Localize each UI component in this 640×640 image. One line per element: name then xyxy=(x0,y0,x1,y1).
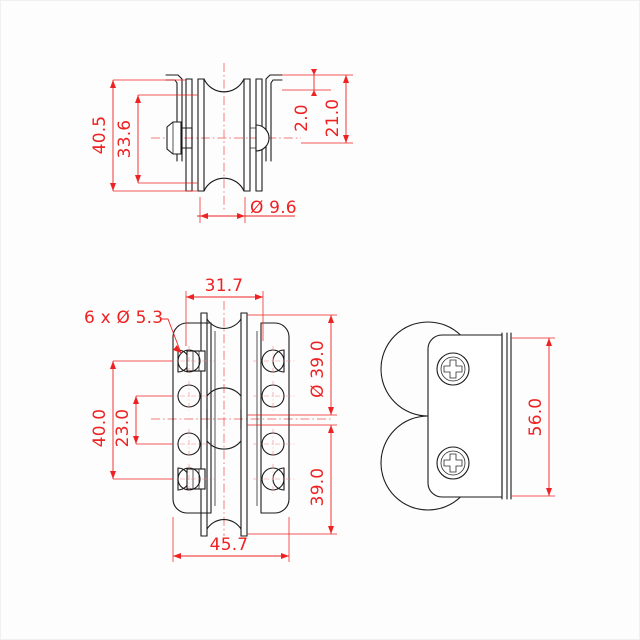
side-view-upper-screw-inner xyxy=(440,356,466,382)
dim-23_0-arrow-top xyxy=(133,396,139,404)
dim-label-top-bore: Ø 9.6 xyxy=(250,198,297,218)
side-view-bracket-plate xyxy=(427,334,503,498)
top-view-bolt-collar xyxy=(180,127,193,149)
dim-56_0-arrow-bottom xyxy=(546,488,552,496)
top-view-left-plate xyxy=(185,78,193,192)
front-view-right-plate xyxy=(260,322,290,514)
front-view-wheel-caps xyxy=(200,312,248,537)
dim-2_0-arrow-top xyxy=(311,69,317,75)
dim-40_5-arrow-bottom xyxy=(110,183,116,191)
side-view-lower-screw-cross-slot-icon xyxy=(443,453,463,473)
dim-label-front-wheel-diameter: Ø 39.0 xyxy=(308,340,328,398)
top-view-dome-nut xyxy=(255,124,270,152)
side-view-lower-screw-inner xyxy=(440,450,466,476)
front-view-lower-groove-arc xyxy=(206,519,242,530)
dim-label-front-inner-width: 31.7 xyxy=(205,276,244,296)
top-view: 40.5 33.6 2.0 21.0 Ø 9.6 xyxy=(90,63,353,223)
front-view-left-plate xyxy=(172,322,212,514)
top-view-wheel-flange-left xyxy=(197,78,205,192)
dim-39_0-arrow-top xyxy=(328,425,334,433)
dim-label-top-arm-length: 21.0 xyxy=(323,99,343,138)
top-view-left-plate-caps xyxy=(185,78,193,192)
dim-label-top-overall-height: 40.5 xyxy=(90,116,110,155)
top-view-right-arm-outer xyxy=(265,74,283,162)
dim-dia39-arrow-top xyxy=(328,315,334,323)
dim-23_0-arrow-bottom xyxy=(133,436,139,444)
front-view-left-fasteners xyxy=(169,346,215,494)
front-view-hub-gap xyxy=(206,408,242,430)
dim-40_0-arrow-top xyxy=(110,361,116,369)
side-view-upper-screw-cross-slot-icon xyxy=(443,359,463,379)
top-view-right-arm-inner xyxy=(270,79,283,162)
front-view-upper-groove-arc xyxy=(206,318,242,329)
top-view-lower-groove-arc xyxy=(203,177,245,192)
front-view-right-fasteners xyxy=(253,346,297,494)
front-view-mid-upper-arc xyxy=(206,387,242,397)
dim-dia39-arrow-bottom xyxy=(328,407,334,415)
top-view-bolt-head xyxy=(166,121,182,155)
dim-2_0-arrow-bottom xyxy=(311,90,317,96)
dim-label-top-flange-offset: 2.0 xyxy=(292,104,312,132)
dim-label-side-overall-height: 56.0 xyxy=(526,398,546,437)
front-view: 31.7 45.7 6 x Ø 5.3 40.0 23.0 Ø 39.0 xyxy=(84,276,337,562)
dim-40_5-arrow-top xyxy=(110,80,116,88)
front-view-wheel-left-edge xyxy=(200,312,208,537)
top-view-dome-nut-collar xyxy=(250,127,256,149)
dim-label-top-inner-height: 33.6 xyxy=(115,120,135,159)
dim-45_7-arrow-right xyxy=(281,553,289,559)
side-view-flange-edges xyxy=(501,332,512,500)
dim-bore-arrow-right xyxy=(237,213,245,219)
side-view-upper-screw-outer xyxy=(436,352,470,386)
dim-56_0-arrow-top xyxy=(546,338,552,346)
top-view-wheel-edge-caps xyxy=(197,78,251,192)
dim-label-front-wheel-pitch: 39.0 xyxy=(308,468,328,507)
dim-label-front-hole-note: 6 x Ø 5.3 xyxy=(84,308,163,328)
dim-33_6-arrow-bottom xyxy=(135,175,141,183)
top-view-upper-groove-arc xyxy=(203,78,245,93)
top-view-left-arm-outer xyxy=(165,74,183,162)
dim-45_7-arrow-left xyxy=(173,553,181,559)
dim-39_0-arrow-bottom xyxy=(328,526,334,534)
dim-hole-note-arrow xyxy=(173,345,181,353)
dim-bore-arrow-left xyxy=(200,213,208,219)
dim-21_0-arrow-top xyxy=(343,75,349,83)
dim-hole-note-leader xyxy=(161,318,182,354)
dim-label-front-hole-span-inner: 23.0 xyxy=(113,409,133,448)
dim-31_7-arrow-right xyxy=(255,294,263,300)
top-view-right-plate-caps xyxy=(255,78,263,192)
dim-40_0-arrow-bottom xyxy=(110,471,116,479)
side-view-lower-screw-outer xyxy=(436,446,470,480)
dim-33_6-arrow-top xyxy=(135,95,141,103)
front-view-inner-walls xyxy=(214,331,258,506)
front-view-wheel-right-edge xyxy=(240,312,248,537)
dim-label-front-overall-width: 45.7 xyxy=(210,535,249,555)
side-view: 56.0 xyxy=(380,321,555,511)
dim-21_0-arrow-bottom xyxy=(343,135,349,143)
dim-label-front-hole-span-outer: 40.0 xyxy=(90,409,110,448)
top-view-wheel-flange-right xyxy=(243,78,251,192)
dim-31_7-arrow-left xyxy=(186,294,194,300)
